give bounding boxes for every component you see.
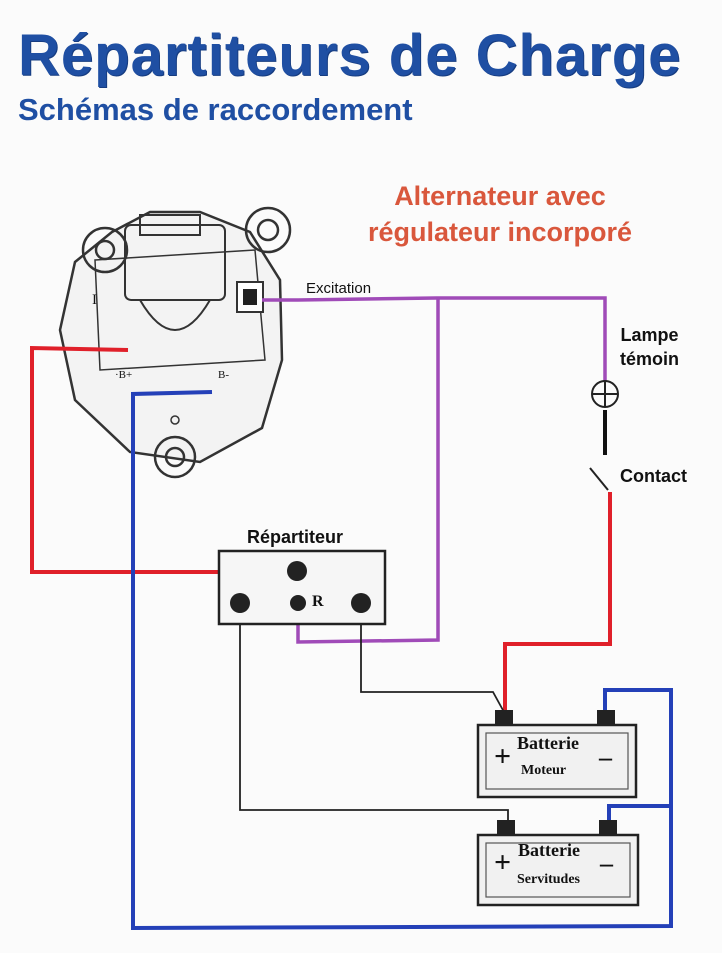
alternator <box>58 206 292 479</box>
wire-black-engine <box>360 606 505 713</box>
label-lamp: Lampe témoin <box>620 323 679 371</box>
wire-red-bplus <box>30 345 297 574</box>
battery-service-plus-icon: + <box>494 846 512 879</box>
label-contact: Contact <box>620 466 687 486</box>
wire-purple-excitation <box>262 296 607 390</box>
switch-icon <box>589 467 609 491</box>
battery-engine-name: Batterie <box>517 733 579 753</box>
battery-service-name: Batterie <box>518 840 580 860</box>
label-lamp-line2: témoin <box>620 349 680 369</box>
lamp-icon <box>591 380 619 408</box>
battery-engine-role: Moteur <box>521 763 567 778</box>
label-lamp-line1: Lampe <box>620 325 679 345</box>
page-subtitle: Schémas de raccordement <box>18 92 413 127</box>
battery-engine-plus-icon: + <box>494 740 512 773</box>
wire-blue-negative-2 <box>607 804 671 822</box>
diagram-heading-line1: Alternateur avec <box>394 181 606 211</box>
wire-blue-negative <box>131 390 673 931</box>
label-excitation: Excitation <box>306 280 372 297</box>
battery-engine-minus-icon: – <box>599 743 612 772</box>
page-title: Répartiteurs de Charge <box>18 23 682 88</box>
battery-service-minus-icon: – <box>600 849 613 878</box>
battery-engine <box>476 710 638 799</box>
alternator-terminal-bplus: ·B+ <box>115 369 133 381</box>
diagram-heading-line2: régulateur incorporé <box>367 217 633 247</box>
diagram-heading: Alternateur avec régulateur incorporé <box>330 178 670 250</box>
battery-service <box>476 820 640 907</box>
wire-black-service <box>239 606 509 822</box>
alternator-terminal-bminus: B- <box>218 369 229 381</box>
splitter-terminal-r: R <box>312 593 324 610</box>
splitter-box <box>217 549 387 626</box>
alternator-mark-i: I <box>92 292 97 308</box>
battery-service-role: Servitudes <box>517 872 580 887</box>
label-splitter: Répartiteur <box>247 527 344 547</box>
wire-red-contact <box>503 492 612 710</box>
